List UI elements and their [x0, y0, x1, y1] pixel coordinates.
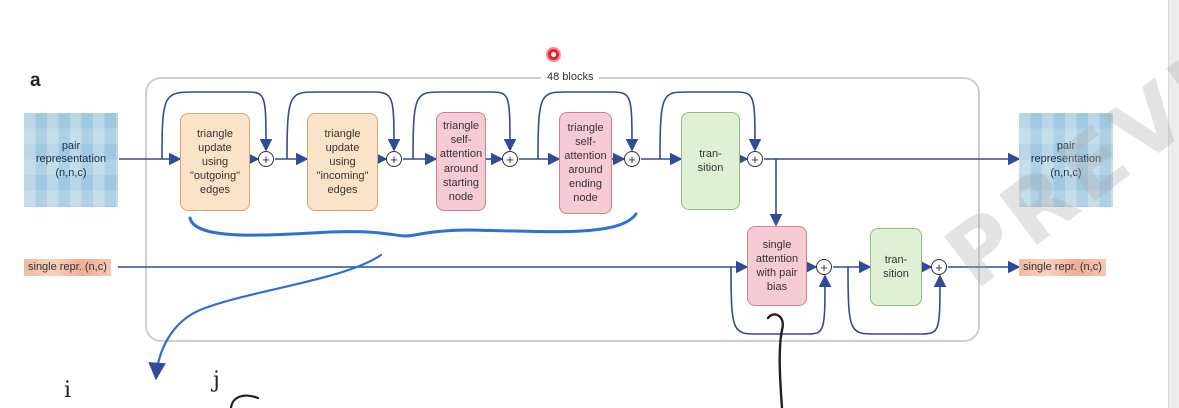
pair-representation-output: pair representation (n,n,c) — [1019, 113, 1113, 207]
add-node-5: + — [747, 151, 763, 167]
add-node-2: + — [386, 151, 402, 167]
handwritten-line — [766, 313, 784, 408]
pair-transition-box: tran- sition — [681, 112, 740, 210]
add-node-7: + — [931, 259, 947, 275]
triangle-attention-starting-box: triangle self- attention around starting… — [436, 112, 486, 211]
panel-letter: a — [30, 70, 41, 91]
pair-representation-input: pair representation (n,n,c) — [24, 113, 118, 207]
pair-output-line-3: (n,n,c) — [1050, 166, 1082, 179]
add-node-1: + — [258, 151, 274, 167]
add-node-6: + — [816, 259, 832, 275]
pair-output-line-1: pair — [1056, 140, 1076, 153]
pair-input-line-2: representation — [35, 153, 107, 166]
pair-output-line-2: representation — [1030, 153, 1102, 166]
add-node-3: + — [502, 151, 518, 167]
record-indicator-icon — [546, 47, 561, 62]
blocks-label: 48 blocks — [541, 71, 600, 83]
single-representation-input: single repr. (n,c) — [24, 259, 111, 276]
scrollbar[interactable] — [1168, 0, 1179, 408]
triangle-update-incoming-box: triangle update using "incoming" edges — [307, 113, 378, 211]
single-representation-output: single repr. (n,c) — [1019, 259, 1106, 276]
handwritten-j: j — [213, 368, 220, 393]
triangle-attention-ending-box: triangle self- attention around ending n… — [559, 112, 612, 214]
pair-input-line-1: pair — [61, 140, 81, 153]
handwritten-brace — [188, 212, 638, 238]
single-attention-pair-bias-box: single attention with pair bias — [747, 226, 807, 306]
add-node-4: + — [624, 151, 640, 167]
handwritten-arrow — [148, 253, 383, 381]
handwritten-i: i — [64, 378, 72, 403]
single-transition-box: tran- sition — [870, 228, 922, 306]
pair-input-line-3: (n,n,c) — [55, 166, 87, 179]
triangle-update-outgoing-box: triangle update using "outgoing" edges — [180, 113, 250, 211]
